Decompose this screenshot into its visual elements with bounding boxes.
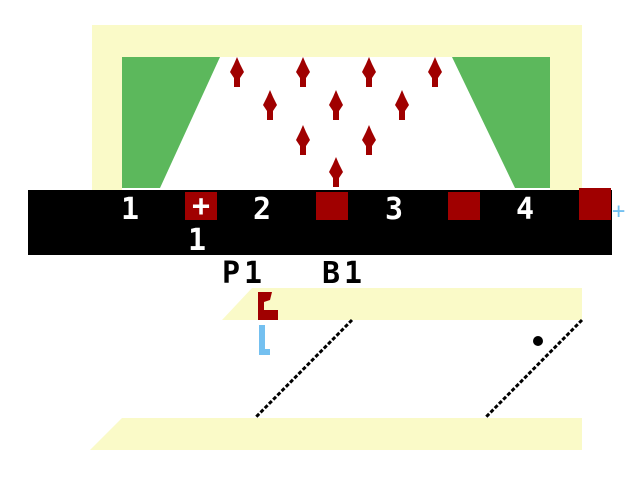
lane-line-right (483, 318, 584, 420)
pin-5 (263, 90, 277, 120)
frame-number-2: 2 (253, 192, 272, 227)
bowling-ball (533, 336, 543, 346)
pin-10 (329, 157, 343, 187)
frame-number-3: 3 (385, 192, 404, 227)
frame-box-4 (579, 188, 611, 220)
pin-3 (362, 57, 376, 87)
frame-box-2 (316, 192, 348, 220)
frame-box-3 (448, 192, 480, 220)
blue-cross-icon: + (612, 199, 625, 224)
left-gutter (122, 57, 220, 188)
current-score: 1 (188, 223, 207, 258)
pin-6 (329, 90, 343, 120)
bowler (258, 292, 278, 355)
bowler-body (258, 292, 278, 320)
pin-7 (395, 90, 409, 120)
pin-8 (296, 125, 310, 155)
frame-number-4: 4 (516, 192, 535, 227)
pin-1 (230, 57, 244, 87)
frame-box-1 (185, 192, 217, 220)
pin-9 (362, 125, 376, 155)
lane-line-left (253, 318, 354, 420)
player-label: P1 (222, 256, 267, 291)
frame-number-1: 1 (121, 192, 140, 227)
approach-bottom (90, 418, 582, 450)
pin-4 (428, 57, 442, 87)
bowler-legs (259, 325, 265, 355)
right-gutter (452, 57, 550, 188)
bowler-foot (259, 349, 270, 355)
ball-label: B1 (322, 256, 367, 291)
frame-mark: + (192, 189, 211, 224)
approach-top (222, 288, 582, 320)
pin-deck-frame (92, 25, 582, 190)
pin-2 (296, 57, 310, 87)
